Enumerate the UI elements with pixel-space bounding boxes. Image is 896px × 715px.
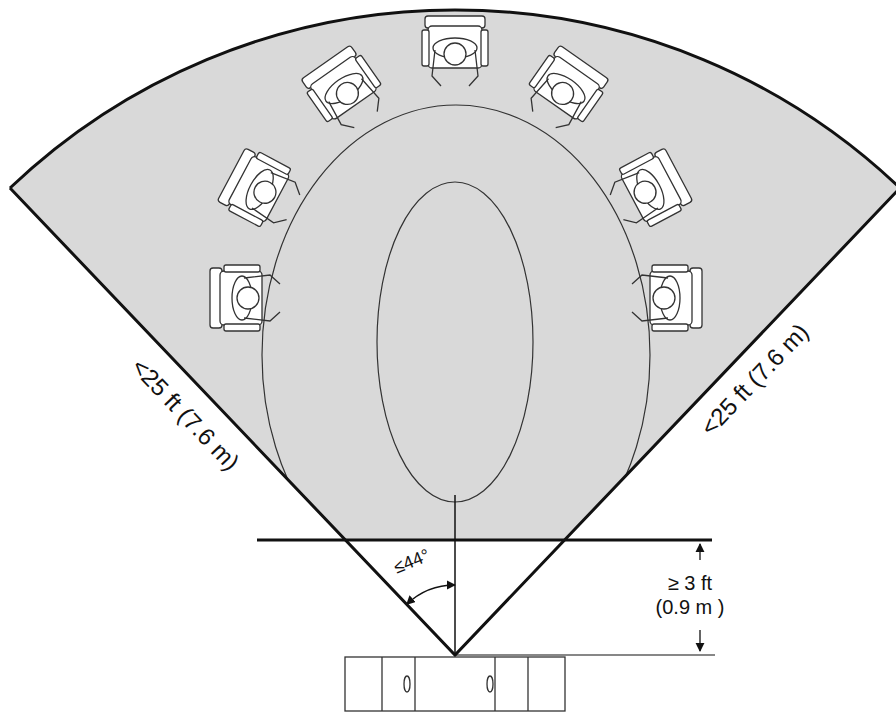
table [377,182,533,502]
range-arc [10,10,896,188]
angle-label: ≤44° [391,545,433,579]
extension-line [455,654,715,655]
dimension-arrow [699,544,700,560]
distance-label: ≥ 3 ft (0.9 m ) [652,571,728,619]
video-bar [345,657,565,711]
seating-ring [262,105,650,605]
chairs [210,16,702,331]
min-distance-line [257,539,712,542]
center-axis [454,495,456,655]
angle-arc [407,585,455,604]
field-of-view-edge [10,188,896,655]
dimension-arrow [699,630,700,651]
coverage-area [10,10,896,540]
